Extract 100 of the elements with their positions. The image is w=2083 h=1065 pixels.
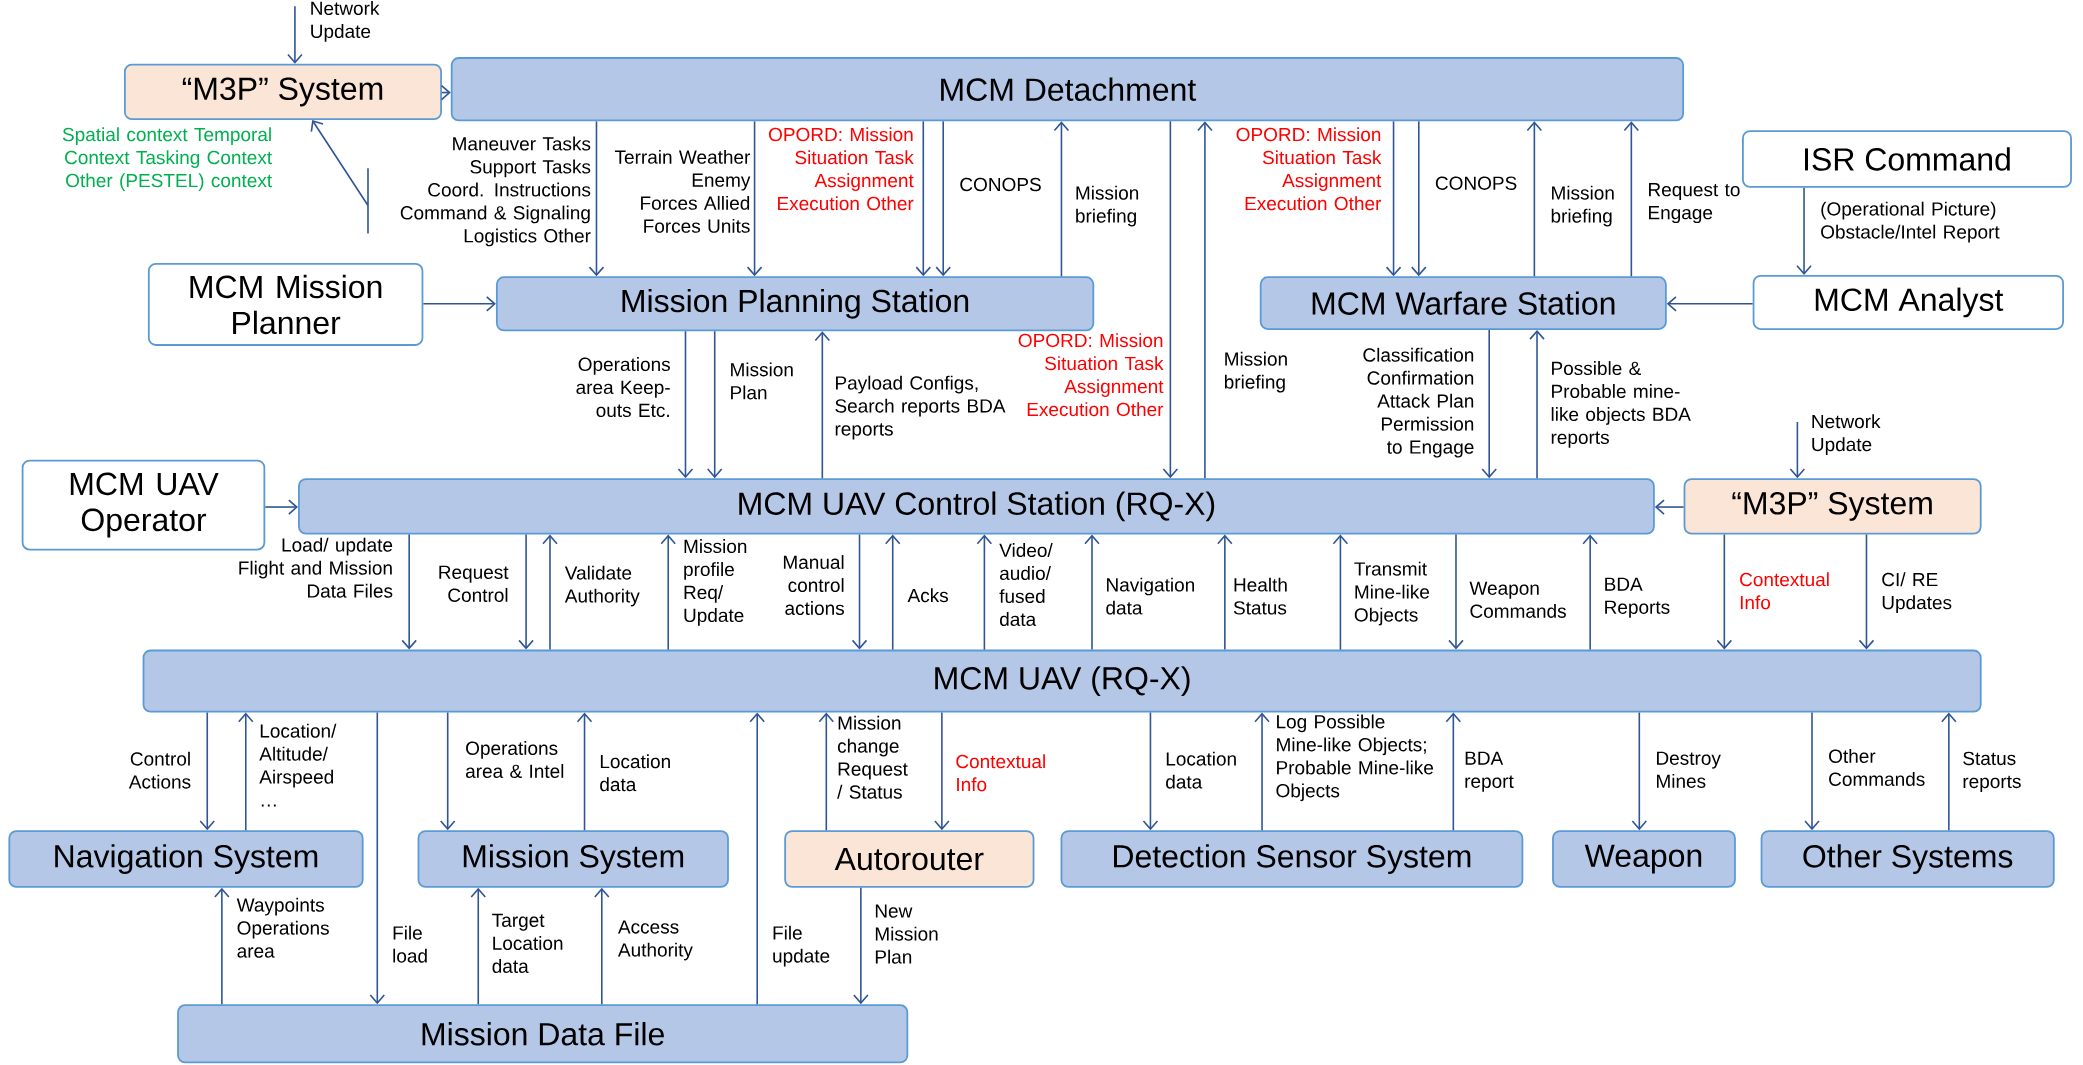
edge-label: Mission briefing <box>1551 185 1614 227</box>
arrow <box>1142 711 1159 831</box>
arrow <box>1858 533 1875 650</box>
arrow <box>369 711 386 1005</box>
edge-label: Spatial context Temporal Context Tasking Context Other (PESTEL) context <box>62 127 272 191</box>
edge-label: (Operational Picture) Obstacle/Intel Report <box>1821 201 2000 243</box>
edge-label: Manual control actions <box>783 555 844 615</box>
arrow <box>1582 534 1598 651</box>
arrow <box>1623 121 1640 278</box>
process-box: Mission System <box>417 830 729 888</box>
edge-label: Network Update <box>311 1 380 42</box>
edge-label: Operations area & Intel <box>465 741 564 778</box>
edge-label: Acks <box>907 588 949 603</box>
arrow <box>214 887 230 1006</box>
edge-label: Other Commands <box>1829 749 1925 786</box>
edge-label: BDA Reports <box>1605 577 1670 618</box>
arrow <box>439 711 456 831</box>
arrow <box>915 120 932 277</box>
edge-label: Request Control <box>439 565 509 602</box>
arrow <box>1666 295 1754 312</box>
actor-box: MCM UAV Operator <box>21 459 266 551</box>
edge-label: Possible & Probable mine-like objects BDA reports <box>1551 361 1691 448</box>
arrow <box>470 887 487 1006</box>
process-box: Weapon <box>1552 830 1736 888</box>
arrow <box>401 533 417 650</box>
edge-label: Transmit Mine-like Objects <box>1354 561 1430 626</box>
arrow <box>1084 534 1100 651</box>
arrow <box>884 534 901 651</box>
edge-label: Maneuver Tasks Support Tasks Coord. Instructions Command & Signaling Logistics Other <box>400 136 591 247</box>
edge-label: Status reports <box>1963 751 2021 792</box>
process-box: MCM UAV (RQ-X) <box>142 649 1982 713</box>
actor-box: MCM Mission Planner <box>147 263 424 346</box>
arrow <box>1332 534 1349 651</box>
arrow <box>706 330 723 479</box>
edge-label: Target Location data <box>492 913 563 973</box>
arrow <box>588 120 605 277</box>
arrow <box>1529 329 1545 480</box>
edge-label: Control Actions <box>128 751 191 789</box>
process-box: Mission Data File <box>177 1004 909 1064</box>
arrow <box>1385 120 1402 277</box>
arrow <box>1631 711 1648 831</box>
actor-box: MCM Analyst <box>1752 275 2064 330</box>
edge-label: Navigation data <box>1106 577 1194 615</box>
arrow <box>264 499 298 515</box>
actor-box: ISR Command <box>1742 130 2072 188</box>
edge-label: Video/ audio/ fused data <box>999 543 1053 627</box>
edge-label: Operations area Keep-outs Etc. <box>576 357 670 418</box>
edge-label: Mission profile Req/ Update <box>684 539 747 626</box>
arrow <box>1804 711 1820 831</box>
process-box: MCM Warfare Station <box>1259 276 1667 330</box>
edge-label: Request to Engage <box>1649 183 1740 224</box>
arrow <box>1445 712 1462 832</box>
arrow <box>1197 121 1213 480</box>
edge-label: Contextual Info <box>956 754 1045 792</box>
arrow <box>1941 712 1957 832</box>
edge-label: File update <box>773 925 830 967</box>
arrow <box>1789 421 1806 479</box>
edge-label: Payload Configs, Search reports BDA reports <box>835 375 1006 440</box>
arrow <box>660 534 676 651</box>
edge-label: Validate Authority <box>564 565 640 607</box>
arrow <box>935 120 951 277</box>
edge-label: Destroy Mines <box>1657 751 1721 788</box>
edge-label: CONOPS <box>1435 176 1517 190</box>
arrow <box>1254 712 1270 832</box>
edge-label: Weapon Commands <box>1469 581 1566 618</box>
arrow <box>422 295 496 312</box>
edge-label: Log Possible Mine-like Objects; Probable Mine-like Objects <box>1276 714 1434 802</box>
process-box: Mission Planning Station <box>495 276 1095 332</box>
edge-label: Mission change Request / Status <box>837 715 908 799</box>
edge-label: Health Status <box>1233 577 1287 615</box>
edge-label: Location data <box>600 754 670 792</box>
edge-label: CI/ RE Updates <box>1882 572 1952 614</box>
arrow <box>1654 499 1685 515</box>
edge-label: Contextual Info <box>1740 572 1829 610</box>
arrow <box>818 712 835 832</box>
edge-label: Network Update <box>1812 414 1881 455</box>
arrow <box>518 533 534 650</box>
system-box: Autorouter <box>784 830 1035 888</box>
edge-label: Waypoints Operations area <box>236 897 329 958</box>
arrow <box>1448 533 1464 650</box>
edge-label: BDA report <box>1465 751 1514 792</box>
edge-label: Access Authority <box>617 920 693 961</box>
edge-label: File load <box>393 925 427 963</box>
arrow <box>576 712 593 832</box>
arrow <box>851 533 868 650</box>
process-box: Navigation System <box>8 830 364 888</box>
edge-label: Classification Confirmation Attack Plan Permission to Engage <box>1363 347 1474 458</box>
process-box: Other Systems <box>1760 830 2055 888</box>
arrow <box>1162 120 1179 479</box>
process-box: MCM UAV Control Station (RQ-X) <box>298 478 1655 535</box>
edge-label: OPORD: Mission Situation Task Assignment Execution Other <box>1018 333 1164 417</box>
arrow <box>1411 120 1427 277</box>
arrow <box>1526 121 1543 278</box>
arrow <box>1053 121 1070 278</box>
edge-label: OPORD: Mission Situation Task Assignment Execution Other <box>769 127 914 211</box>
edge-label: Mission briefing <box>1076 185 1139 227</box>
edge-label: New Mission Plan <box>875 904 938 964</box>
arrow <box>542 534 558 651</box>
arrow <box>976 534 993 651</box>
arrow <box>934 711 950 831</box>
